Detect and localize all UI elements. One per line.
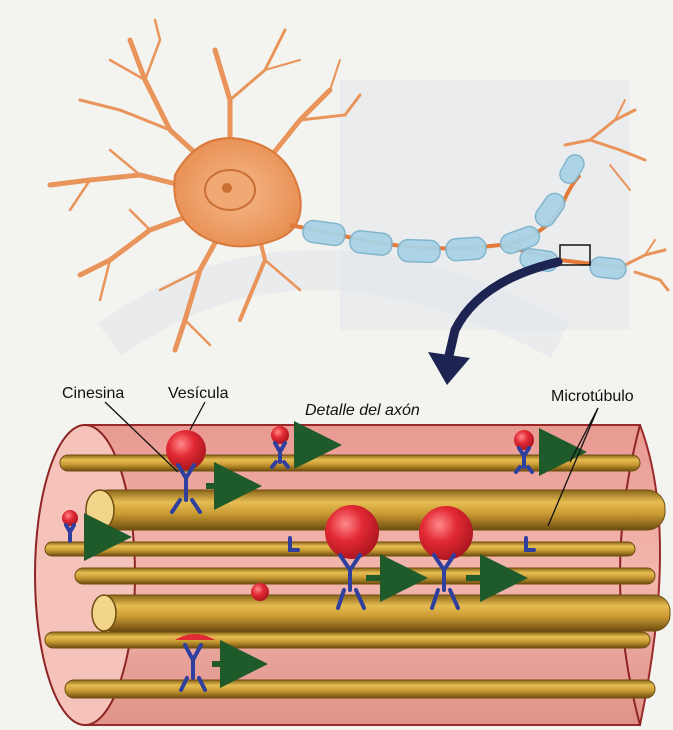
label-cinesina: Cinesina: [62, 385, 124, 403]
label-vesicula: Vesícula: [168, 385, 228, 403]
label-detalle-axon: Detalle del axón: [305, 402, 420, 420]
label-microtubulo: Microtúbulo: [551, 388, 634, 406]
nucleolus: [222, 183, 232, 193]
